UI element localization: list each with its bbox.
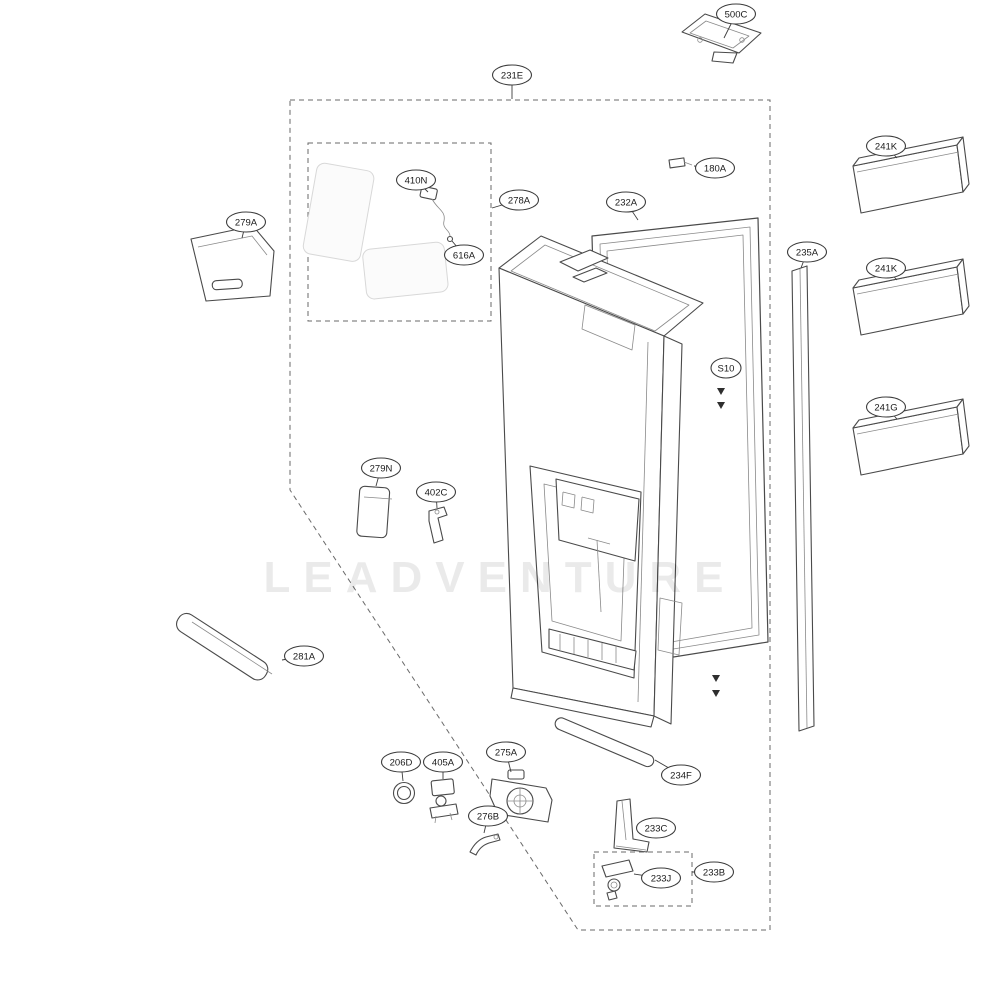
part-405a-valve bbox=[429, 778, 459, 824]
part-label: 234F bbox=[670, 771, 692, 782]
part-279n-holder bbox=[356, 485, 393, 539]
door-panel bbox=[498, 235, 704, 728]
triangle-marker bbox=[717, 402, 725, 409]
part-callout-241k: 241K bbox=[865, 135, 907, 159]
part-279a-cap bbox=[190, 225, 275, 302]
triangle-marker bbox=[712, 690, 720, 697]
part-callout-180a: 180A bbox=[693, 157, 736, 179]
part-callout-405a: 405A bbox=[422, 751, 464, 779]
part-label: 206D bbox=[390, 758, 413, 769]
part-callout-275a: 275A bbox=[485, 741, 527, 773]
assembly-boundary-outline bbox=[289, 99, 771, 931]
part-callout-241k: 241K bbox=[865, 257, 907, 281]
part-callout-233b: 233B bbox=[692, 861, 735, 883]
part-callout-241g: 241G bbox=[865, 396, 907, 420]
part-label: 233C bbox=[645, 824, 668, 835]
part-callout-233j: 233J bbox=[633, 867, 682, 889]
part-label: 500C bbox=[725, 10, 748, 21]
part-callout-234f: 234F bbox=[654, 759, 702, 786]
part-callout-402c: 402C bbox=[415, 481, 457, 509]
part-callout-500c: 500C bbox=[715, 3, 757, 39]
part-label: 279A bbox=[235, 218, 258, 229]
part-label: 279N bbox=[370, 464, 393, 475]
part-callout-276b: 276B bbox=[467, 805, 509, 834]
part-callout-278a: 278A bbox=[491, 189, 540, 211]
subassembly-233b-box bbox=[593, 851, 693, 907]
part-235a-trim bbox=[791, 265, 815, 732]
part-callouts: 500C 231E 180A 278A 410N 616A 279A 232A 235A 241K… bbox=[225, 3, 907, 889]
part-label: 235A bbox=[796, 248, 819, 259]
part-label: 278A bbox=[508, 196, 531, 207]
part-label: 616A bbox=[453, 251, 476, 262]
part-label: 405A bbox=[432, 758, 455, 769]
part-callout-410n: 410N bbox=[395, 169, 437, 193]
part-label: 276B bbox=[477, 812, 499, 823]
part-label: 233J bbox=[651, 874, 672, 885]
part-callout-233c: 233C bbox=[635, 817, 677, 839]
part-callout-616a: 616A bbox=[443, 240, 485, 266]
ghost-part bbox=[362, 241, 449, 300]
part-label: 402C bbox=[425, 488, 448, 499]
part-label: 410N bbox=[405, 176, 428, 187]
part-label: 241K bbox=[875, 264, 898, 275]
part-234f-trim-strip bbox=[554, 717, 655, 768]
part-402c-bracket bbox=[428, 506, 448, 544]
triangle-marker bbox=[712, 675, 720, 682]
part-206d-gasket-ring bbox=[392, 781, 416, 805]
part-label: 180A bbox=[704, 164, 727, 175]
part-180a-clip bbox=[668, 157, 693, 169]
part-label: 231E bbox=[501, 71, 523, 82]
part-233c-bracket bbox=[613, 798, 650, 853]
part-410n-wire-harness bbox=[419, 185, 454, 243]
part-callout-281a: 281A bbox=[281, 645, 325, 667]
alignment-markers bbox=[712, 388, 725, 697]
part-label: 281A bbox=[293, 652, 316, 663]
part-label: S10 bbox=[718, 364, 735, 375]
part-281a-trim bbox=[176, 612, 273, 681]
part-label: 275A bbox=[495, 748, 518, 759]
part-276b-lever bbox=[469, 833, 501, 856]
part-label: 241K bbox=[875, 142, 898, 153]
part-label: 233B bbox=[703, 868, 725, 879]
watermark-text: LEADVENTURE bbox=[263, 553, 736, 602]
triangle-marker bbox=[717, 388, 725, 395]
part-callout-279n: 279N bbox=[360, 457, 402, 487]
part-callout-s10: S10 bbox=[710, 357, 742, 379]
part-callout-206d: 206D bbox=[380, 751, 422, 782]
part-500c-cover bbox=[681, 13, 762, 64]
part-label: 241G bbox=[874, 403, 897, 414]
part-233j-hinge bbox=[601, 859, 634, 901]
part-callout-235a: 235A bbox=[786, 241, 828, 269]
part-label: 232A bbox=[615, 198, 638, 209]
part-callout-232a: 232A bbox=[605, 191, 647, 221]
ghost-part bbox=[302, 162, 375, 262]
part-callout-231e: 231E bbox=[491, 64, 533, 99]
part-callout-279a: 279A bbox=[225, 211, 267, 239]
